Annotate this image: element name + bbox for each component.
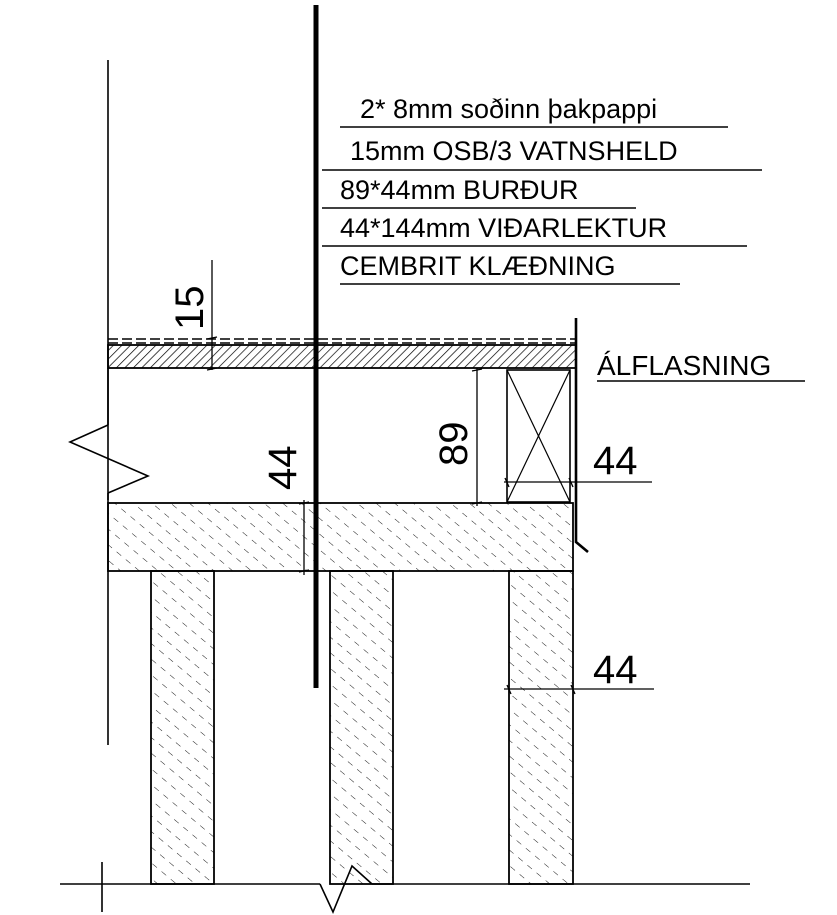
aluminium-flashing: [574, 318, 589, 553]
bottom-break-line: [60, 862, 750, 914]
dimension-batten: 44: [504, 439, 652, 488]
layer-label-osb: 15mm OSB/3 VATNSHELD: [350, 136, 678, 166]
dimension-joist-width-value: 44: [261, 446, 305, 491]
dimension-deck: 15: [168, 260, 218, 371]
dimension-deck-value: 15: [168, 286, 212, 331]
layer-label-batten: 44*144mm VIÐARLEKTUR: [340, 213, 667, 243]
dimension-joist-width: 44: [261, 446, 310, 575]
edge-joist-cross-section: [506, 369, 571, 503]
left-wall-break-line: [68, 60, 151, 745]
dimension-joist-height: 89: [432, 368, 483, 506]
horizontal-batten-band: [107, 502, 574, 572]
roof-deck-osb: [107, 344, 577, 369]
dimension-post: 44: [504, 648, 654, 695]
layer-label-cladding: CEMBRIT KLÆÐNING: [340, 251, 616, 281]
post-right: [508, 570, 574, 885]
layer-label-joist: 89*44mm BURÐUR: [340, 175, 579, 205]
flashing-label: ÁLFLASNING: [597, 350, 771, 381]
post-middle: [329, 570, 394, 885]
dimension-post-value: 44: [593, 648, 638, 692]
dimension-joist-height-value: 89: [432, 422, 476, 467]
layer-label-list: 2* 8mm soðinn þakpappi 15mm OSB/3 VATNSH…: [322, 94, 762, 285]
layer-label-roofing-felt: 2* 8mm soðinn þakpappi: [360, 94, 657, 124]
dimension-batten-value: 44: [593, 439, 638, 483]
roofing-felt-lines: [108, 338, 576, 344]
post-left: [150, 570, 215, 885]
